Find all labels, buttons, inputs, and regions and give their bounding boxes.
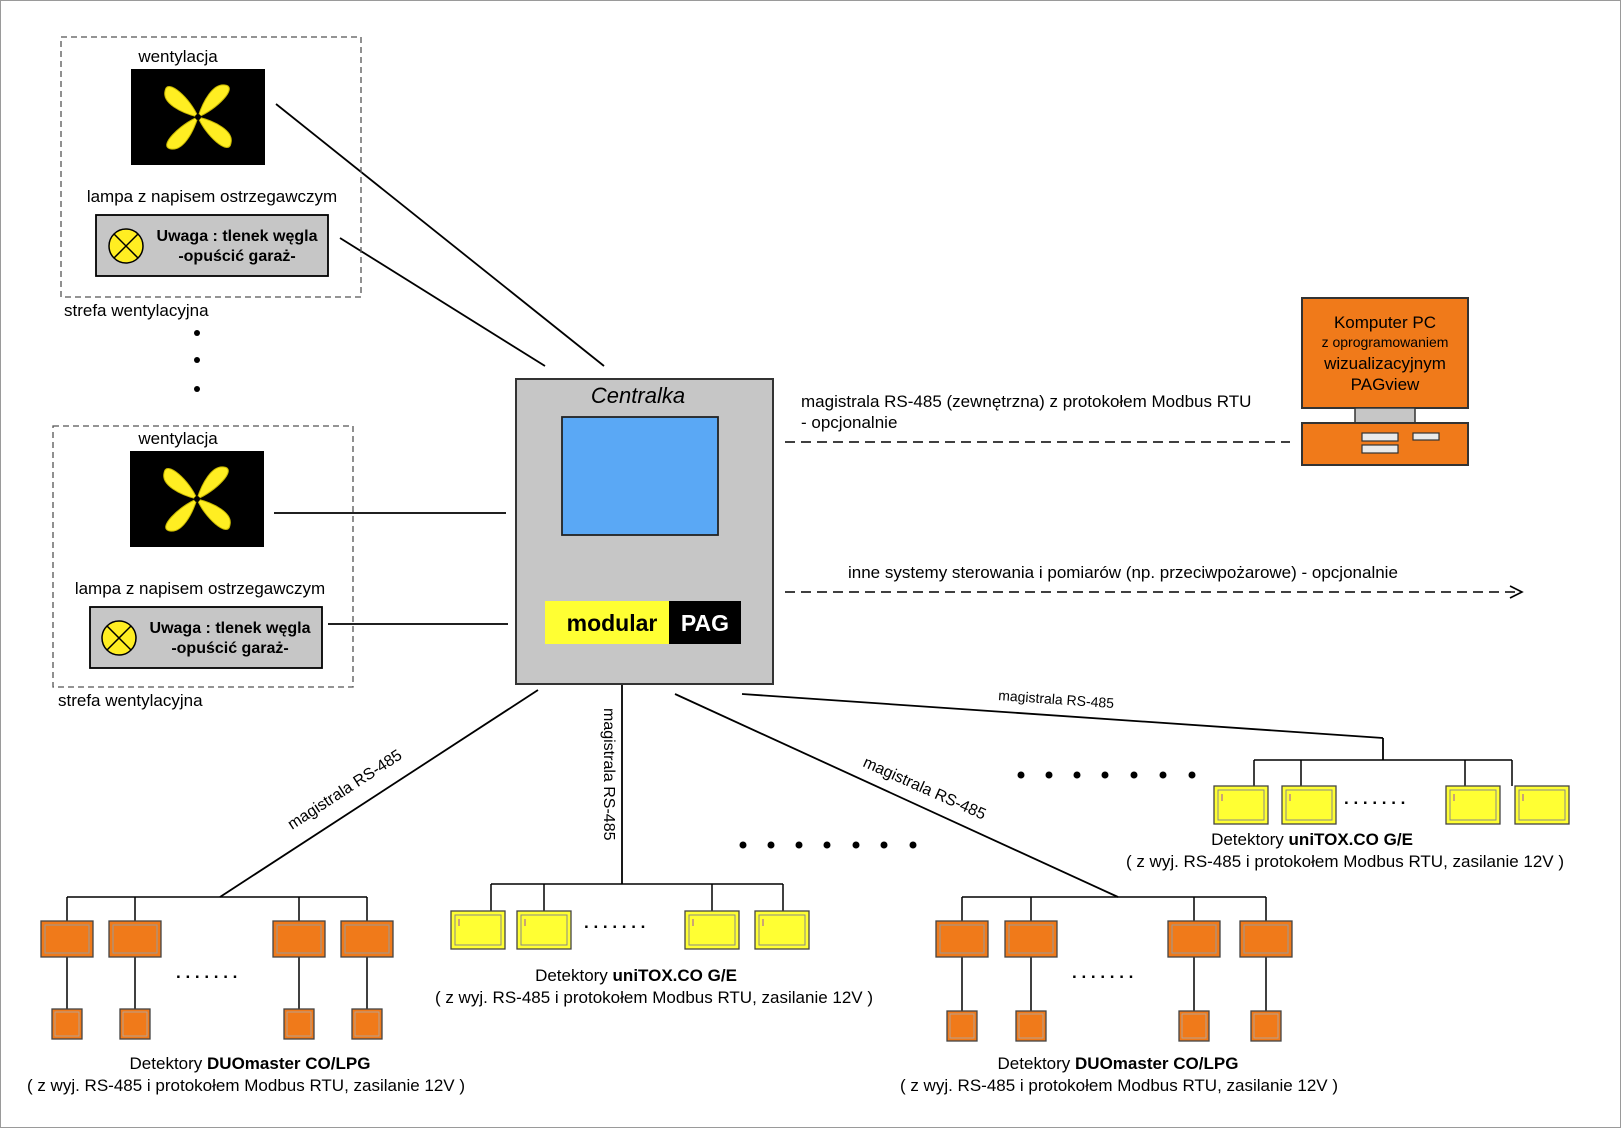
unitox-right-title: Detektory uniTOX.CO G/E	[1211, 830, 1413, 849]
duo-left-ellipsis: . . . . . . .	[176, 963, 237, 982]
duo-right-spec: ( z wyj. RS-485 i protokołem Modbus RTU,…	[900, 1076, 1338, 1095]
bus-label-right: magistrala RS-485	[860, 754, 988, 823]
unitox-detector	[516, 910, 572, 950]
duo-right-ellipsis: . . . . . . .	[1072, 963, 1133, 982]
duo-sensor	[1015, 1010, 1047, 1042]
logo-pag-bg	[669, 601, 741, 644]
central-display	[561, 416, 719, 536]
unitox-detector	[1445, 785, 1501, 825]
logo-modular-text: modular	[567, 610, 658, 636]
duo-sensor	[351, 1008, 383, 1040]
duo-left-spec: ( z wyj. RS-485 i protokołem Modbus RTU,…	[27, 1076, 465, 1095]
pc-drive-slot	[1361, 432, 1399, 442]
unitox-detector	[1281, 785, 1337, 825]
pc-monitor-stand	[1354, 407, 1416, 424]
central-unit-title: Centralka	[591, 383, 685, 408]
unitox-mid-title: Detektory uniTOX.CO G/E	[535, 966, 737, 985]
fan-icon	[129, 450, 265, 548]
duo-detector	[1167, 920, 1221, 958]
unitox-mid-spec: ( z wyj. RS-485 i protokołem Modbus RTU,…	[435, 988, 873, 1007]
continuation-dot	[194, 386, 200, 392]
other-systems-label: inne systemy sterowania i pomiarów (np. …	[848, 563, 1398, 582]
unitox-detector	[754, 910, 810, 950]
duo-detector	[340, 920, 394, 958]
duo-detector	[1004, 920, 1058, 958]
fan-icon	[130, 68, 266, 166]
duo-sensor	[946, 1010, 978, 1042]
zone1-lamp-label: lampa z napisem ostrzegawczym	[87, 187, 337, 206]
duo-sensor	[51, 1008, 83, 1040]
zone1-warning-line2: -opuścić garaż-	[178, 248, 295, 265]
pc-line2: z oprogramowaniem	[1322, 334, 1449, 350]
duo-sensor	[1178, 1010, 1210, 1042]
continuation-dot	[194, 330, 200, 336]
zone1-ventilation-label: wentylacja	[137, 47, 218, 66]
bus-label-vertical: magistrala RS-485	[600, 708, 617, 841]
pc-case	[1301, 422, 1469, 466]
unitox-detector	[1514, 785, 1570, 825]
bus-label-left: magistrala RS-485	[285, 747, 405, 833]
duo-detector	[1239, 920, 1293, 958]
unitox-right-spec: ( z wyj. RS-485 i protokołem Modbus RTU,…	[1126, 852, 1564, 871]
duo-detector	[40, 920, 94, 958]
continuation-dots-middle	[739, 841, 917, 849]
duo-sensor	[1250, 1010, 1282, 1042]
duo-right-title: Detektory DUOmaster CO/LPG	[998, 1054, 1239, 1073]
warning-lamp-icon	[101, 620, 137, 656]
pc-line1: Komputer PC	[1334, 313, 1436, 332]
zone2-ventilation-label: wentylacja	[137, 429, 218, 448]
unitox-detector	[450, 910, 506, 950]
duo-detector	[108, 920, 162, 958]
continuation-dot	[194, 357, 200, 363]
ventilation-zone-1	[60, 36, 362, 298]
zone1-label: strefa wentylacyjna	[64, 301, 209, 320]
zone2-warning-line1: Uwaga : tlenek węgla	[150, 620, 311, 637]
duo-sensor	[283, 1008, 315, 1040]
duo-detector	[272, 920, 326, 958]
logo-modular-bg	[545, 601, 669, 644]
bus-label-far-right: magistrala RS-485	[998, 687, 1115, 711]
zone2-label: strefa wentylacyjna	[58, 691, 203, 710]
external-bus-label-line1: magistrala RS-485 (zewnętrzna) z protoko…	[801, 392, 1251, 411]
zone2-lamp-label: lampa z napisem ostrzegawczym	[75, 579, 325, 598]
warning-lamp-icon	[108, 228, 144, 264]
unitox-right-ellipsis: . . . . . . .	[1344, 789, 1405, 808]
pc-drive-slot	[1412, 432, 1440, 441]
logo-pag-text: PAG	[681, 610, 729, 636]
zone2-warning-line2: -opuścić garaż-	[171, 640, 288, 657]
pc-monitor	[1301, 297, 1469, 409]
continuation-dots-right	[1017, 771, 1196, 779]
zone1-warning-line1: Uwaga : tlenek węgla	[157, 228, 318, 245]
unitox-mid-ellipsis: . . . . . . .	[584, 913, 645, 932]
duo-sensor	[119, 1008, 151, 1040]
duo-left-title: Detektory DUOmaster CO/LPG	[130, 1054, 371, 1073]
pc-line3: wizualizacyjnym	[1323, 354, 1446, 373]
ventilation-zone-2	[52, 425, 354, 688]
pc-drive-slot	[1361, 444, 1399, 454]
duo-detector	[935, 920, 989, 958]
unitox-detector	[1213, 785, 1269, 825]
unitox-detector	[684, 910, 740, 950]
pc-line4: PAGview	[1351, 375, 1420, 394]
external-bus-label-line2: - opcjonalnie	[801, 413, 897, 432]
